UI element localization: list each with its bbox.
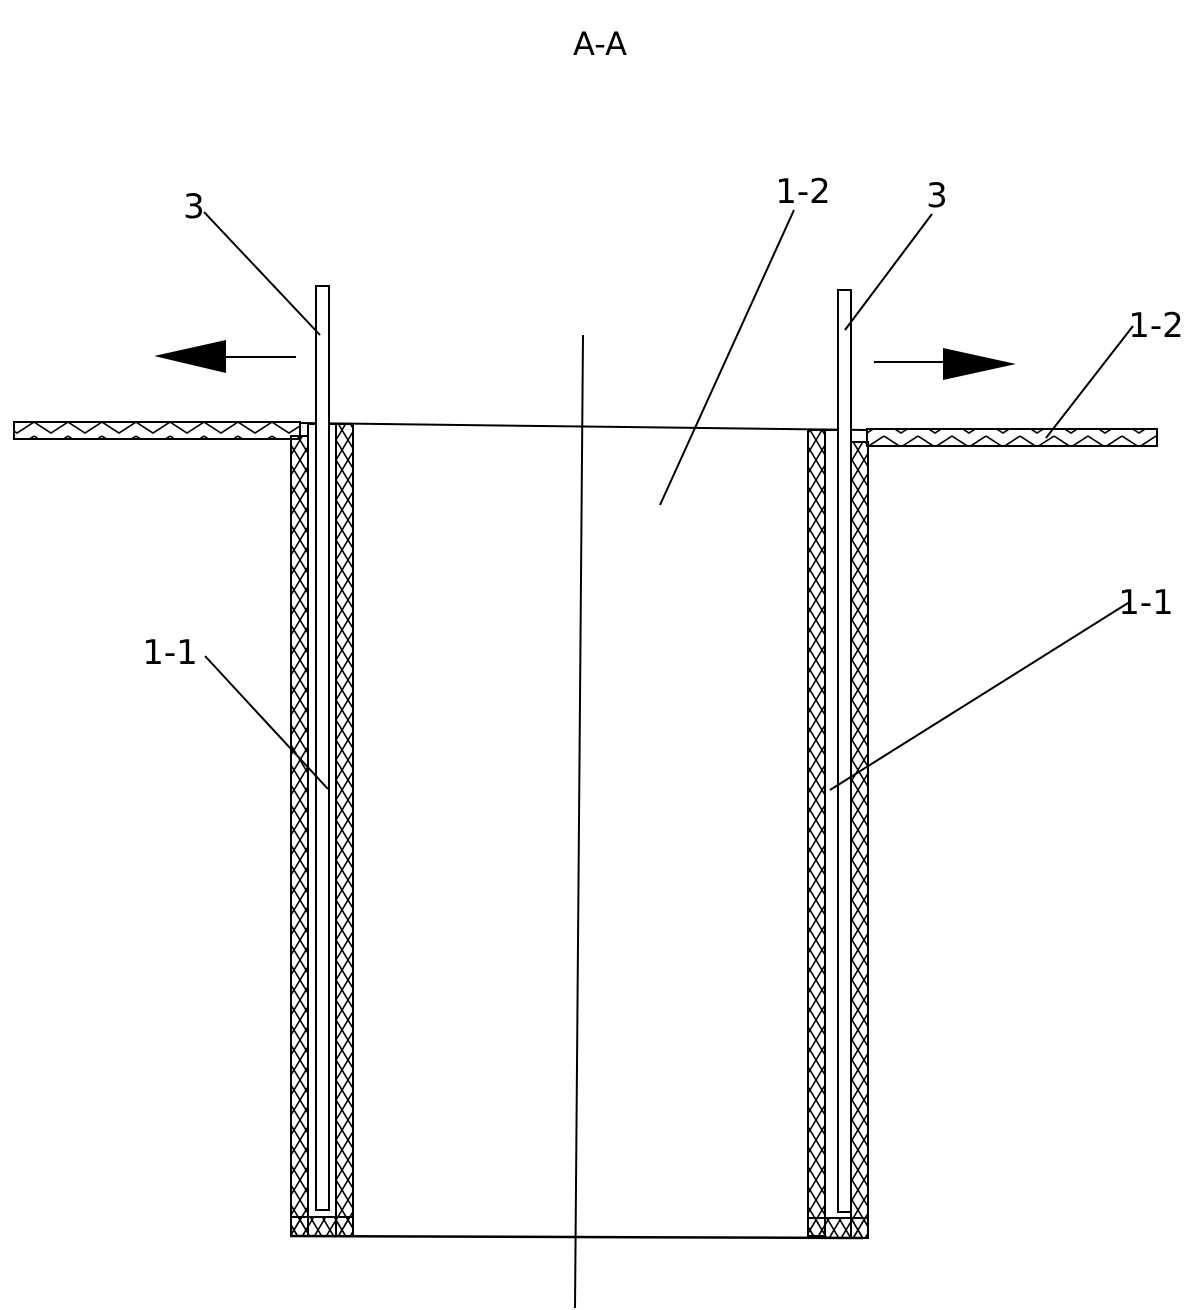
right-flow-arrow	[874, 348, 1016, 380]
leader-lines	[203, 209, 1134, 791]
center-axis	[574, 334, 584, 1309]
label-wall-right: 1-1	[1118, 583, 1174, 623]
left-pipe	[315, 285, 330, 1211]
label-pipe-right: 3	[926, 176, 948, 216]
section-title: A-A	[573, 25, 627, 63]
left-flow-arrow	[154, 340, 296, 373]
leader-pipe-left	[203, 211, 321, 336]
cavity-top-line	[299, 422, 868, 431]
leader-wall-right	[829, 602, 1129, 791]
leader-flange-right	[1045, 325, 1134, 439]
label-cavity: 1-2	[775, 172, 831, 212]
leader-cavity	[659, 209, 795, 506]
right-flange	[866, 428, 1158, 447]
label-pipe-left: 3	[183, 187, 205, 227]
left-flange	[13, 421, 301, 440]
label-flange-right: 1-2	[1128, 306, 1184, 346]
right-pipe	[837, 289, 852, 1213]
leader-wall-left	[204, 655, 329, 790]
label-wall-left: 1-1	[142, 633, 198, 673]
leader-pipe-right	[844, 213, 933, 331]
